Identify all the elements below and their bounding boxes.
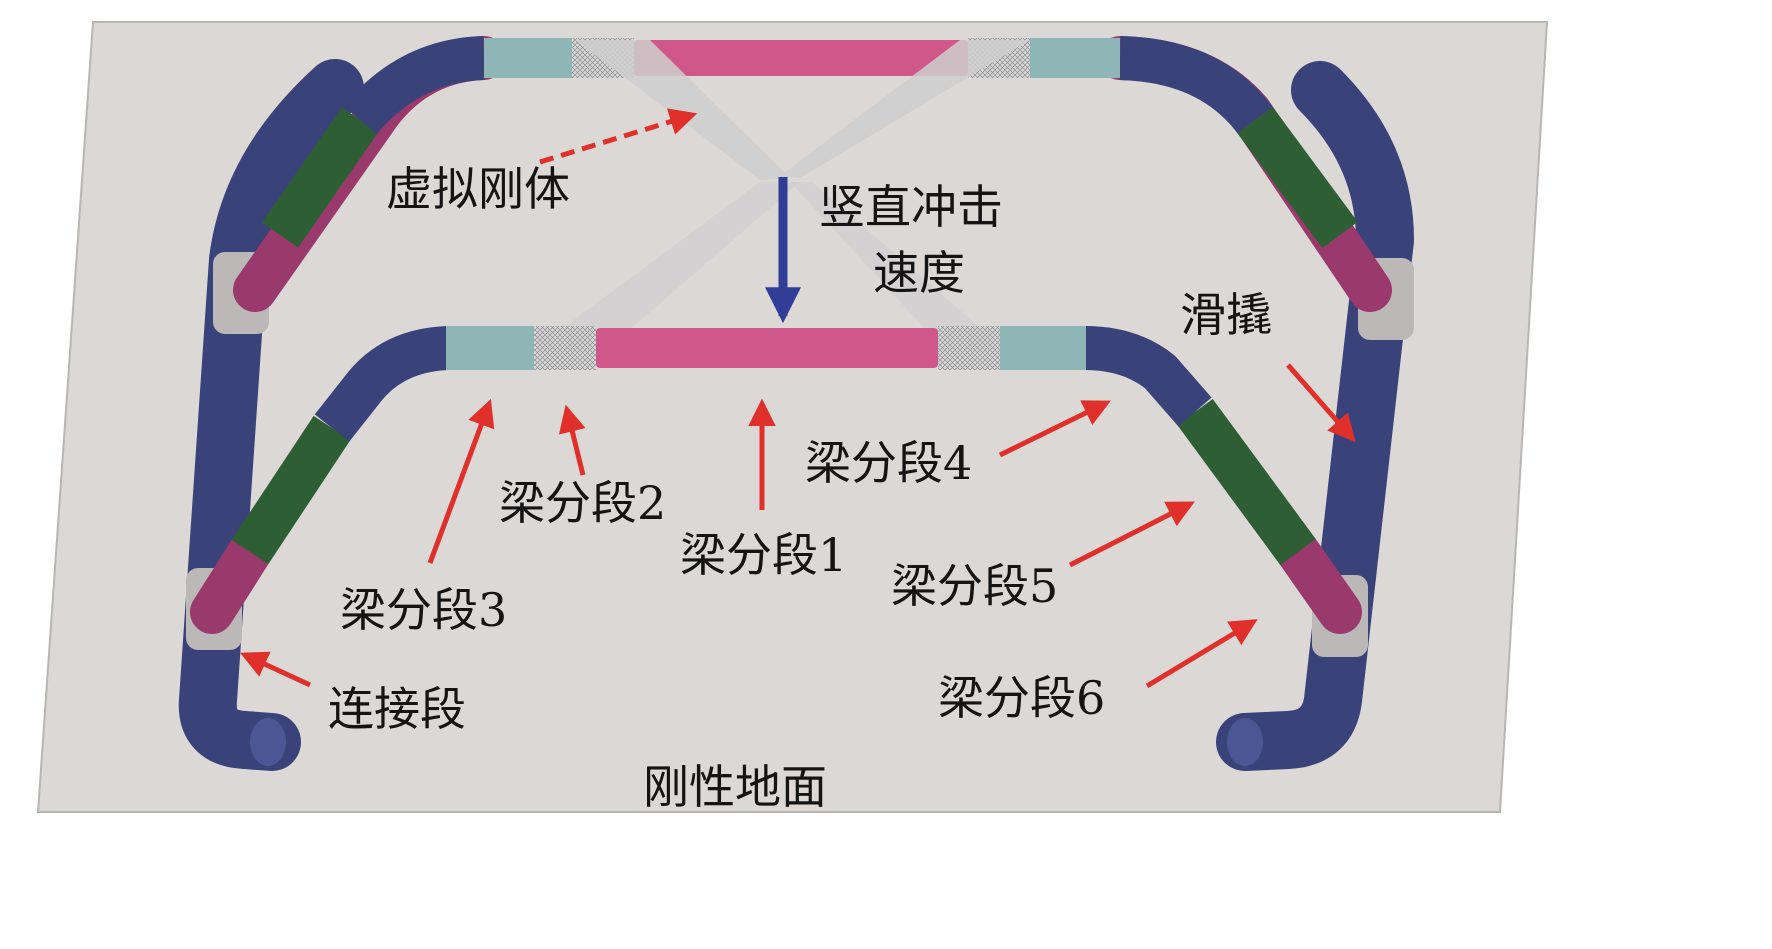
beam-segment-4-label: 梁分段4: [805, 436, 973, 490]
beam-segment-4-arrow: [998, 400, 1111, 458]
vertical-impact-speed-label-line2: 速度: [873, 246, 965, 300]
skid-arrow: [1286, 363, 1356, 443]
lower-cross-beam: [190, 326, 1362, 634]
rigid-ground-plane: [36, 21, 1549, 813]
beam-segment-4-right: [1084, 326, 1212, 427]
connection-segment-label: 连接段: [328, 682, 466, 736]
beam-segment-6-label: 梁分段6: [938, 671, 1106, 725]
upper-cross-beam: [233, 36, 1392, 312]
beam-segment-1: [596, 328, 938, 368]
annotation-arrows: [240, 108, 1356, 689]
beam-segment-5-right: [1177, 398, 1316, 566]
beam-segment-5-label: 梁分段5: [891, 559, 1059, 613]
beam-segment-1-label: 梁分段1: [680, 528, 848, 582]
beam-segment-2-left: [534, 326, 596, 370]
beam-segment-2-label: 梁分段2: [499, 476, 667, 530]
virtual-rigid-body-label: 虚拟刚体: [386, 162, 570, 216]
crossbeam-skid-model-diagram: [36, 21, 1549, 813]
beam-segment-5-left: [231, 415, 351, 565]
virtual-rigid-body-arrow: [539, 108, 698, 165]
beam-segment-3-left: [446, 326, 534, 370]
beam-segment-6-left: [190, 530, 272, 634]
right-skid-end-cap: [1227, 718, 1263, 766]
connection-segment-arrow: [240, 651, 312, 688]
beam-segment-3-arrow: [427, 398, 495, 564]
vertical-impact-speed-label-line1: 竖直冲击: [819, 180, 1003, 234]
beam-segment-4-left: [314, 326, 450, 442]
left-skid-runner: [178, 59, 364, 771]
beam-segment-5-arrow: [1068, 501, 1195, 568]
left-skid-end-cap: [250, 718, 286, 766]
rigid-ground-label: 刚性地面: [643, 760, 827, 814]
right-skid-runner: [1216, 61, 1414, 771]
beam-segment-3-right: [1000, 326, 1086, 370]
beam-segment-6-arrow: [1145, 619, 1258, 689]
beam-segment-2-arrow: [558, 404, 586, 476]
beam-segment-3-label: 梁分段3: [340, 583, 508, 637]
beam-segment-6-right: [1276, 530, 1362, 634]
skid-label: 滑撬: [1180, 288, 1272, 342]
beam-segment-2-right: [938, 326, 1000, 370]
